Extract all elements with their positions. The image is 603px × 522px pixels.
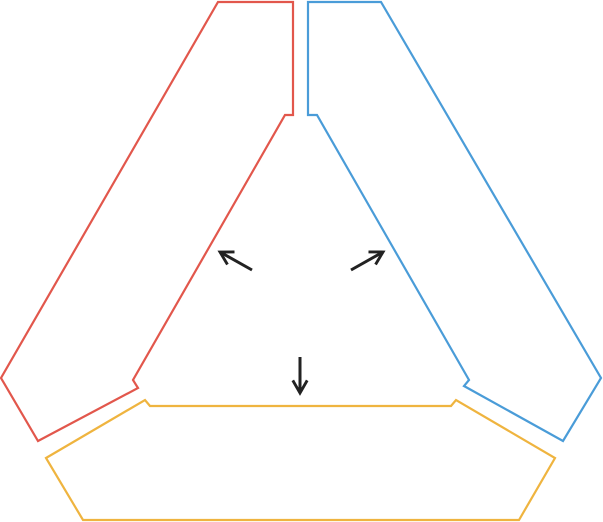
arrow-up-left-icon [217,250,253,272]
red-arm [0,0,295,443]
yellow-arm [44,398,557,522]
arrow-up-right-icon [350,250,386,272]
blue-arm [306,0,603,443]
